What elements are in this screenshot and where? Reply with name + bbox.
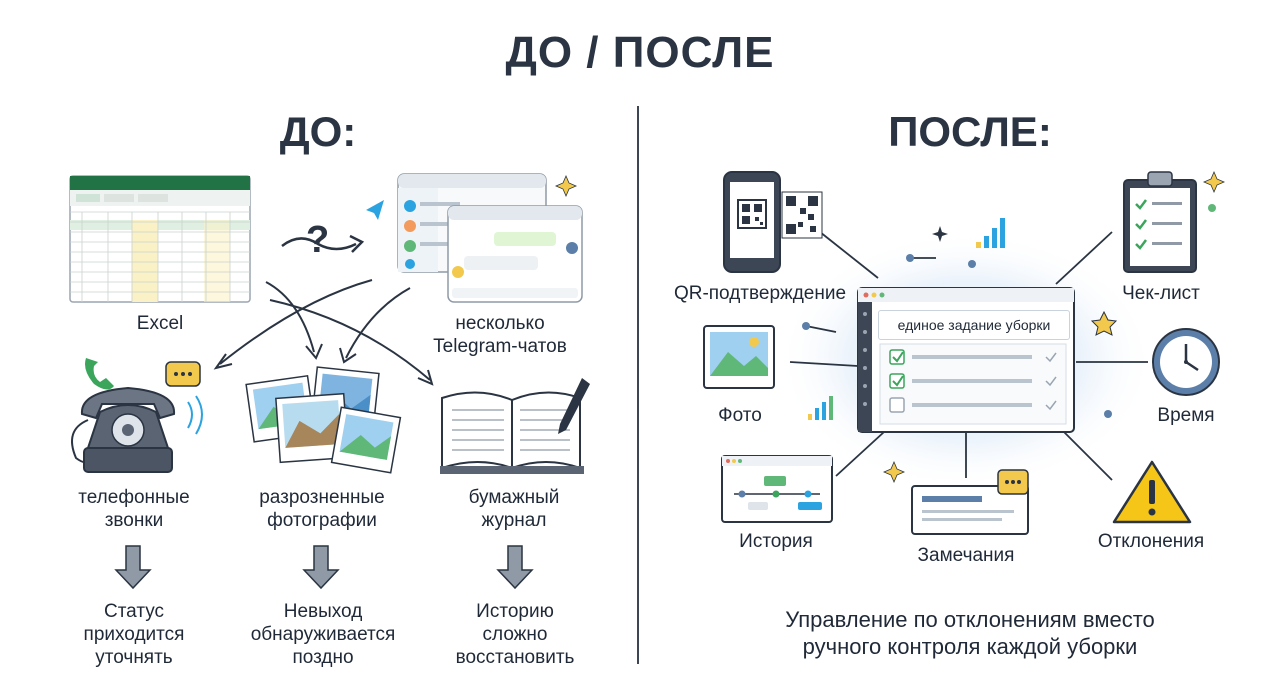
- section-divider: [637, 106, 639, 664]
- clock-icon: [1152, 328, 1220, 396]
- warning-icon: [1112, 460, 1192, 524]
- connector-lines: [789, 231, 1148, 481]
- before-title: ДО:: [279, 108, 357, 155]
- outcome-history: Историю сложно восстановить: [455, 601, 575, 668]
- phone-calls-label: телефонные звонки: [78, 487, 190, 531]
- outcome-status: Статус приходится уточнять: [83, 601, 185, 668]
- scattered-photos-label: разрозненные фотографии: [259, 487, 385, 531]
- paper-journal-label: бумажный журнал: [468, 487, 560, 531]
- remarks-label: Замечания: [917, 545, 1015, 566]
- qr-label: QR-подтверждение: [673, 283, 847, 304]
- after-title: ПОСЛЕ:: [888, 108, 1052, 155]
- confusion-arrows: [213, 279, 434, 386]
- excel-icon: [69, 175, 251, 303]
- deviations-label: Отклонения: [1097, 531, 1205, 552]
- before-illustration: ?: [69, 173, 590, 590]
- photo-label: Фото: [718, 405, 762, 426]
- page-title: ДО / ПОСЛЕ: [505, 28, 775, 77]
- bars-icon-left: [808, 396, 833, 420]
- checklist-label: Чек-лист: [1122, 283, 1200, 304]
- down-arrows: [114, 545, 534, 590]
- outcome-absence: Невыход обнаруживается поздно: [250, 601, 396, 668]
- qr-phone-icon: [723, 171, 823, 273]
- footer-statement: Управление по отклонениям вместо ручного…: [785, 607, 1155, 659]
- scattered-photos-icon: [245, 366, 402, 474]
- history-timeline-icon: [721, 455, 833, 523]
- telephone-icon: [71, 358, 203, 473]
- after-illustration: [703, 170, 1226, 535]
- photo-icon: [703, 325, 775, 389]
- telegram-label: несколько Telegram-чатов: [433, 313, 567, 357]
- clipboard-checklist-icon: [1123, 171, 1197, 273]
- time-label: Время: [1157, 405, 1215, 426]
- question-mark: ?: [306, 219, 329, 261]
- remarks-icon: [911, 469, 1029, 535]
- paper-journal-icon: [440, 378, 590, 474]
- history-label: История: [739, 531, 813, 552]
- telegram-chats-icon: [366, 173, 583, 303]
- unified-task-label: единое задание уборки: [878, 310, 1070, 340]
- excel-label: Excel: [136, 313, 184, 334]
- bars-icon-top: [976, 218, 1005, 248]
